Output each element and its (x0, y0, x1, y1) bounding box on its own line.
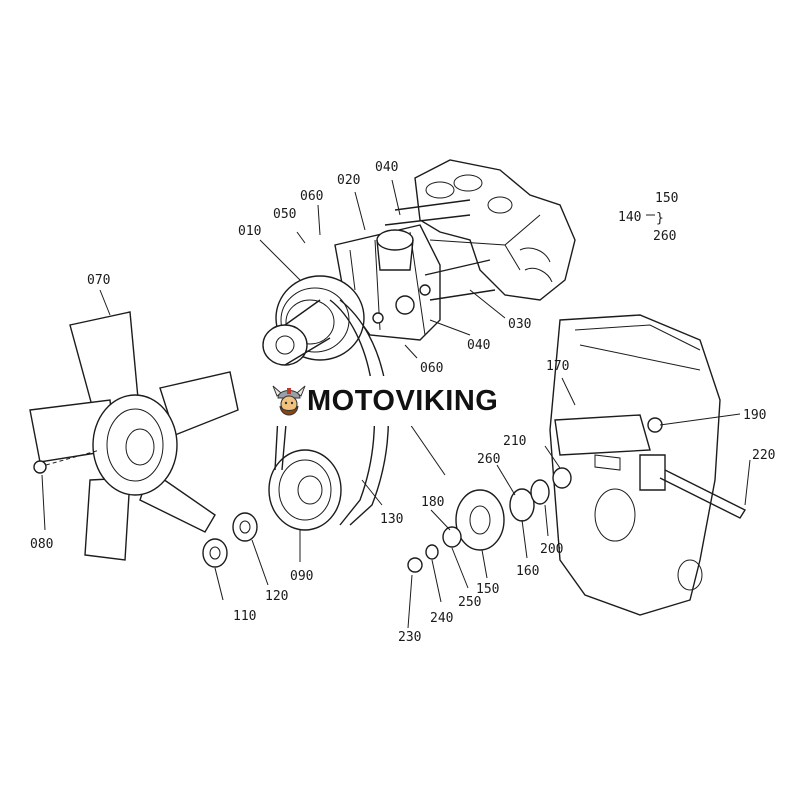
part-label-170: 170 (546, 359, 569, 374)
part-label-150: 150 (476, 582, 499, 597)
part-label-070: 070 (87, 273, 110, 288)
watermark-text: MOTOVIKING (307, 384, 499, 417)
part-label-120: 120 (265, 589, 288, 604)
part-label-240: 240 (430, 611, 453, 626)
part-label-010: 010 (238, 224, 261, 239)
part-label-060-top: 060 (300, 189, 323, 204)
crank-pulley-drawing (268, 449, 342, 531)
part-label-030: 030 (508, 317, 531, 332)
part-label-190: 190 (743, 408, 766, 423)
watermark-banner: MOTOVIKING (265, 376, 535, 426)
bracket-connector: } (656, 211, 664, 226)
part-label-110: 110 (233, 609, 256, 624)
part-label-090: 090 (290, 569, 313, 584)
part-label-200: 200 (540, 542, 563, 557)
idler-pulley-drawing (407, 467, 747, 573)
part-label-040-top: 040 (375, 160, 398, 175)
part-label-080: 080 (30, 537, 53, 552)
part-label-220: 220 (752, 448, 775, 463)
part-label-050: 050 (273, 207, 296, 222)
part-label-260-bracket: 260 (653, 229, 676, 244)
cooling-fan-drawing (29, 311, 239, 561)
part-label-150-bracket: 150 (655, 191, 678, 206)
fan-pulley-drawing (262, 275, 365, 366)
part-label-260: 260 (477, 452, 500, 467)
viking-helmet-icon (272, 385, 306, 416)
engine-block-drawing (414, 159, 576, 301)
part-label-210: 210 (503, 434, 526, 449)
part-label-140: 140 (618, 210, 641, 225)
part-label-130: 130 (380, 512, 403, 527)
part-label-040-bottom: 040 (467, 338, 490, 353)
part-label-020: 020 (337, 173, 360, 188)
part-label-230: 230 (398, 630, 421, 645)
nut-washer-drawing (202, 512, 258, 568)
part-label-160: 160 (516, 564, 539, 579)
part-label-250: 250 (458, 595, 481, 610)
part-label-060-bottom: 060 (420, 361, 443, 376)
leader-lines (41, 179, 751, 629)
gear-case-drawing (549, 314, 721, 616)
part-label-180: 180 (421, 495, 444, 510)
